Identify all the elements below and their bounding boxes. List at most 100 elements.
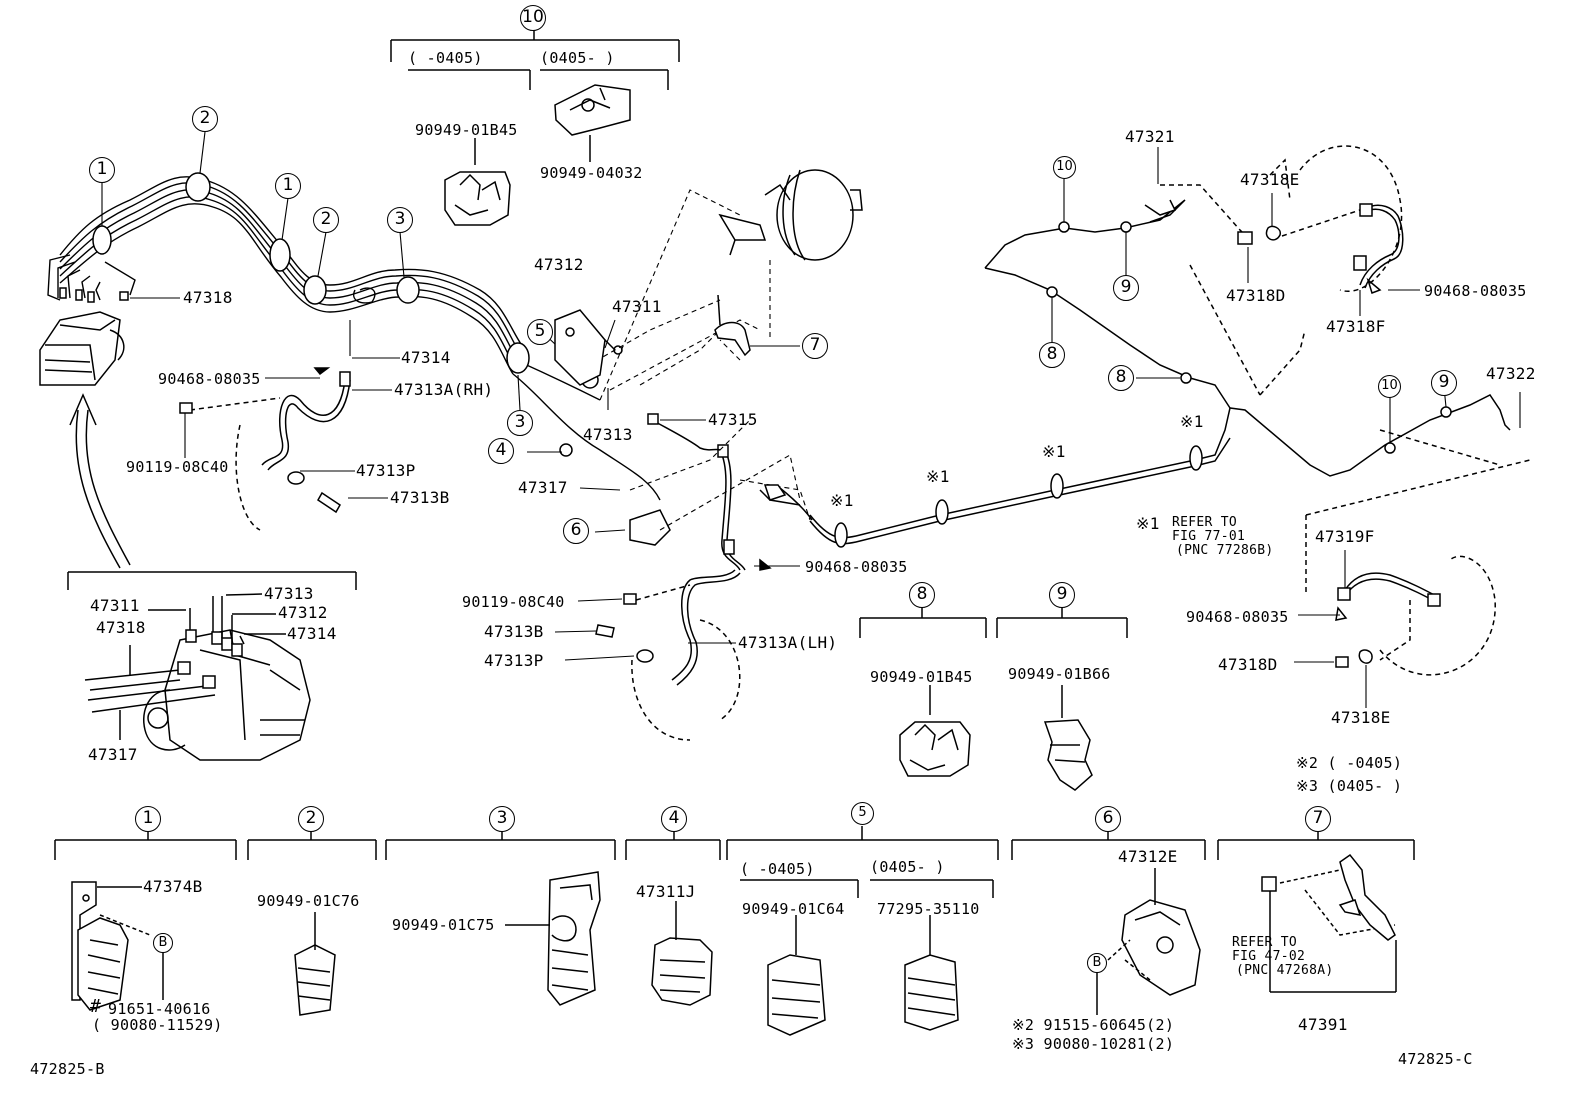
b1-hash: # — [90, 996, 102, 1017]
callout-7-a: 7 — [802, 333, 828, 359]
brake-booster — [720, 170, 862, 260]
group-8-9-brackets — [860, 606, 1127, 790]
part-47321: 47321 — [1125, 127, 1175, 146]
range-before-top: ( -0405) — [408, 49, 483, 67]
part-47313a-rh: 47313A(RH) — [394, 380, 494, 399]
b2-part: 90949-01C76 — [257, 892, 360, 910]
right-leaders — [1052, 147, 1520, 708]
part-47313p-b: 47313P — [484, 651, 544, 670]
part-90119-08c40-a: 90119-08C40 — [126, 458, 229, 476]
callout-2-b: 2 — [313, 207, 339, 233]
part-47313-mid: 47313 — [583, 425, 633, 444]
part-90468-08035-a: 90468-08035 — [158, 370, 261, 388]
callout-1-group: 1 — [135, 806, 161, 832]
part-47319f: 47319F — [1315, 527, 1375, 546]
part-47313b-a: 47313B — [390, 488, 450, 507]
abs-actuator-top — [40, 288, 128, 385]
part-47317-mid: 47317 — [518, 478, 568, 497]
part-90119-08c40-b: 90119-08C40 — [462, 593, 565, 611]
part-47318e-bot: 47318E — [1331, 708, 1391, 727]
inset-47314: 47314 — [287, 624, 337, 643]
callout-5-a: 5 — [527, 319, 553, 345]
callout-10-c: 10 — [1378, 375, 1401, 398]
inset-47318: 47318 — [96, 618, 146, 637]
rear-tube-clamps — [835, 407, 1451, 547]
callout-2-a: 2 — [192, 106, 218, 132]
body-frame — [985, 160, 1500, 465]
part-47314: 47314 — [401, 348, 451, 367]
callout-2-group: 2 — [298, 806, 324, 832]
callout-10-top: 10 — [520, 5, 546, 31]
part-90949-04032: 90949-04032 — [540, 164, 643, 182]
callout-8-b: 8 — [1108, 365, 1134, 391]
callout-4-group: 4 — [661, 806, 687, 832]
part-90949-01b45-top: 90949-01B45 — [415, 121, 518, 139]
bracket-47312 — [555, 310, 622, 385]
b7-47391: 47391 — [1298, 1015, 1348, 1034]
star1-ref-line2: FIG 77-01 — [1172, 529, 1246, 544]
part-47313a-lh: 47313A(LH) — [738, 633, 838, 652]
b1-91651: 91651-40616 — [108, 1000, 211, 1018]
part-47318e-top: 47318E — [1240, 170, 1300, 189]
part-47312: 47312 — [534, 255, 584, 274]
b6-note3: ※3 90080-10281(2) — [1012, 1035, 1175, 1053]
middle-dashed-outlines — [580, 190, 810, 530]
callout-9-group: 9 — [1049, 582, 1075, 608]
inset-47312: 47312 — [278, 603, 328, 622]
rear-brake-tubes — [760, 395, 1510, 544]
part-47318d-bot: 47318D — [1218, 655, 1278, 674]
direction-arrow — [86, 410, 130, 565]
callout-1-a: 1 — [89, 157, 115, 183]
callout-3-group: 3 — [489, 806, 515, 832]
b7-ref-line2: FIG 47-02 — [1232, 949, 1306, 964]
part-47313b-b: 47313B — [484, 622, 544, 641]
part-47318f: 47318F — [1326, 317, 1386, 336]
footer-right-code: 472825-C — [1398, 1050, 1473, 1068]
bracket-7 — [715, 323, 750, 356]
part-47313p-a: 47313P — [356, 461, 416, 480]
group9-part: 90949-01B66 — [1008, 665, 1111, 683]
star1-ref-marker: ※1 — [1136, 514, 1160, 533]
b1-47374b: 47374B — [143, 877, 203, 896]
star1-marker-b: ※1 — [926, 467, 950, 486]
inset-47313: 47313 — [264, 584, 314, 603]
b3-part: 90949-01C75 — [392, 916, 495, 934]
b5-part-b: 77295-35110 — [877, 900, 980, 918]
group-10-bracket — [391, 26, 679, 225]
callout-9-b: 9 — [1431, 370, 1457, 396]
b5-range-before: ( -0405) — [740, 860, 815, 878]
part-90468-08035-b: 90468-08035 — [805, 558, 908, 576]
callout-3-b: 3 — [507, 410, 533, 436]
part-47318-main: 47318 — [183, 288, 233, 307]
b5-range-after: (0405- ) — [870, 858, 945, 876]
part-47318d-top: 47318D — [1226, 286, 1286, 305]
b6-note2: ※2 91515-60645(2) — [1012, 1016, 1175, 1034]
b5-part-a: 90949-01C64 — [742, 900, 845, 918]
callout-b-1: B — [153, 933, 173, 953]
part-90468-08035-d: 90468-08035 — [1186, 608, 1289, 626]
rh-rear-hose — [1238, 146, 1403, 293]
bottom-row-brackets — [55, 826, 1414, 898]
part-47315: 47315 — [708, 410, 758, 429]
group8-part: 90949-01B45 — [870, 668, 973, 686]
callout-3-a: 3 — [387, 207, 413, 233]
b4-part: 47311J — [636, 882, 696, 901]
brake-tube-bundle — [48, 177, 660, 500]
note-2: ※2 ( -0405) — [1296, 754, 1403, 772]
footer-left-code: 472825-B — [30, 1060, 105, 1078]
callout-6-a: 6 — [563, 518, 589, 544]
star1-marker-d: ※1 — [1180, 412, 1204, 431]
lh-flex-hose — [596, 414, 770, 740]
b7-ref-line3: (PNC 47268A) — [1236, 963, 1334, 978]
callout-8-a: 8 — [1039, 342, 1065, 368]
range-after-top: (0405- ) — [540, 49, 615, 67]
part-90468-08035-c: 90468-08035 — [1424, 282, 1527, 300]
callout-7-group: 7 — [1305, 806, 1331, 832]
inset-actuator — [68, 572, 356, 760]
star1-ref-line3: (PNC 77286B) — [1176, 543, 1274, 558]
part-47311: 47311 — [612, 297, 662, 316]
callout-1-b: 1 — [275, 173, 301, 199]
inset-47311: 47311 — [90, 596, 140, 615]
